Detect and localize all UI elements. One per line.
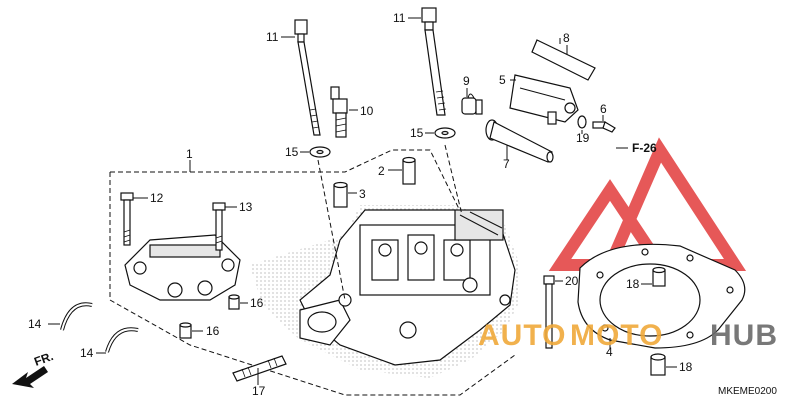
bolt-20 bbox=[543, 275, 563, 349]
watermark-hub: HUB bbox=[710, 319, 778, 352]
plate-8 bbox=[531, 39, 596, 81]
front-label: FR. bbox=[32, 349, 55, 369]
clamp-9 bbox=[461, 88, 483, 115]
label-19: 19 bbox=[576, 131, 590, 145]
bolt-6 bbox=[592, 115, 616, 133]
label-14a: 14 bbox=[28, 317, 42, 331]
watermark-moto: MOTO bbox=[570, 319, 663, 352]
label-18b: 18 bbox=[679, 360, 693, 374]
ref-label: F-26 bbox=[632, 141, 657, 155]
label-4: 4 bbox=[606, 345, 613, 359]
label-1: 1 bbox=[186, 147, 193, 161]
dowel-18b bbox=[650, 353, 677, 376]
label-11a: 11 bbox=[266, 30, 279, 44]
label-3: 3 bbox=[359, 187, 366, 201]
gasket-14a bbox=[48, 302, 93, 331]
label-15b: 15 bbox=[410, 126, 424, 140]
stud-17 bbox=[232, 355, 287, 385]
guide-3 bbox=[333, 181, 357, 208]
gasket-14b bbox=[96, 327, 139, 354]
watermark-text: AUTO MOTO HUB bbox=[478, 319, 778, 352]
guide-2 bbox=[388, 156, 416, 185]
shaft-7 bbox=[485, 119, 554, 163]
watermark-auto: AUTO bbox=[478, 319, 566, 352]
bolt-11b bbox=[408, 7, 463, 216]
diagram-code: MKEME0200 bbox=[718, 386, 777, 397]
part-labels: 1 2 3 4 5 6 7 8 9 10 11 11 12 13 14 14 1… bbox=[28, 11, 693, 398]
label-16a: 16 bbox=[250, 296, 264, 310]
tensioner-5 bbox=[509, 74, 579, 125]
label-18a: 18 bbox=[626, 277, 640, 291]
label-5: 5 bbox=[499, 73, 506, 87]
label-10: 10 bbox=[360, 104, 374, 118]
dowel-16a bbox=[228, 294, 248, 310]
label-14b: 14 bbox=[80, 346, 94, 360]
cylinder-head bbox=[250, 205, 520, 378]
dowel-16b bbox=[179, 322, 203, 339]
washer-15a bbox=[300, 146, 331, 158]
label-2: 2 bbox=[378, 164, 385, 178]
washer-15b bbox=[425, 127, 456, 139]
label-11b: 11 bbox=[393, 11, 406, 25]
label-13: 13 bbox=[239, 200, 253, 214]
head-gasket-4 bbox=[577, 243, 746, 349]
dowel-18a bbox=[641, 266, 666, 287]
ref-f26: F-26 bbox=[616, 141, 657, 155]
o-ring-19 bbox=[577, 115, 587, 134]
spark-plug-10 bbox=[330, 86, 358, 138]
label-7: 7 bbox=[503, 157, 510, 171]
label-20: 20 bbox=[565, 274, 579, 288]
bolt-12 bbox=[120, 192, 148, 246]
label-12: 12 bbox=[150, 191, 164, 205]
label-17: 17 bbox=[252, 384, 266, 398]
label-6: 6 bbox=[600, 102, 607, 116]
front-arrow-icon bbox=[12, 366, 48, 388]
label-9: 9 bbox=[463, 74, 470, 88]
camshaft-holder bbox=[124, 234, 241, 301]
label-16b: 16 bbox=[206, 324, 220, 338]
label-8: 8 bbox=[563, 31, 570, 45]
bolt-11a bbox=[281, 19, 346, 301]
bolt-13 bbox=[212, 202, 237, 251]
assembly-box bbox=[109, 149, 516, 396]
label-15a: 15 bbox=[285, 145, 299, 159]
